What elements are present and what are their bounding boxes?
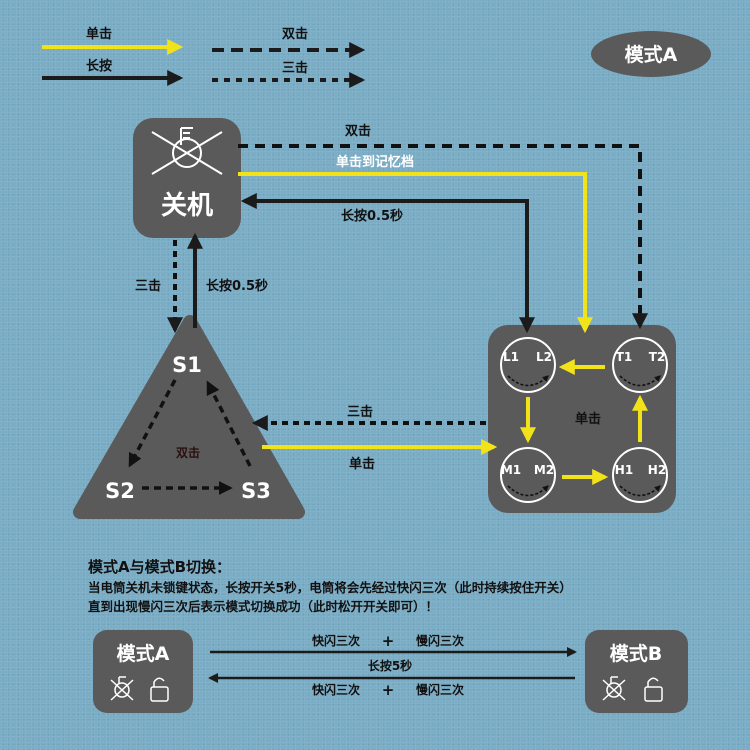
s3-label: S3 [241,479,271,503]
slow-flash-label-2: 慢闪三次 [416,682,464,697]
top-long-press-label: 长按0.5秒 [341,208,403,224]
long-press-to-off-arrow [240,193,535,334]
square-center-label: 单击 [575,411,601,427]
off-box [133,118,241,238]
memory-arrow [238,172,593,334]
fast-flash-label-2: 快闪三次 [312,682,360,697]
l2-label: L2 [536,350,552,364]
s1-label: S1 [172,353,202,377]
long-press-5s-label: 长按5秒 [368,658,412,673]
t2-label: T2 [649,350,666,364]
legend-long-press-label: 长按 [86,58,112,74]
mode-b-label: 模式B [610,642,662,665]
switch-line1: 当电筒关机未锁键状态，长按开关5秒，电筒将会先经过快闪三次（此时持续按住开关） [88,580,572,595]
m1-label: M1 [501,463,521,477]
plus-label: + [382,632,395,650]
mode-b-flashlight-off-icon [602,676,626,701]
off-box-label: 关机 [161,191,213,221]
flashlight-off-icon [151,127,223,175]
legend-single-click-label: 单击 [86,26,112,42]
mid-single-label: 单击 [349,456,375,472]
switch-title: 模式A与模式B切换： [88,558,231,576]
circle-h [612,447,668,503]
mode-a-flashlight-off-icon [110,676,134,701]
t1-label: T1 [616,350,633,364]
h2-label: H2 [648,463,666,477]
circle-l [500,337,556,393]
legend-triple-click-label: 三击 [282,60,308,76]
fast-flash-label: 快闪三次 [312,633,360,648]
square-panel [488,325,676,513]
mode-b-unlock-icon [644,677,663,702]
left-long-press-label: 长按0.5秒 [206,278,268,294]
s3-to-s1-arrow [206,380,252,467]
plus-label-2: + [382,681,395,699]
legend-double-click-label: 双击 [282,26,308,42]
mode-badge-label: 模式A [625,43,678,66]
left-triple-label: 三击 [135,278,161,294]
circle-t [612,337,668,393]
circle-m [500,447,556,503]
memory-label: 单击到记忆档 [336,154,414,170]
mid-triple-label: 三击 [347,404,373,420]
s2-label: S2 [105,479,135,503]
mode-a-unlock-icon [150,677,169,702]
l1-label: L1 [503,350,519,364]
switch-line2: 直到出现慢闪三次后表示模式切换成功（此时松开开关即可）！ [88,599,438,614]
slow-flash-label: 慢闪三次 [416,633,464,648]
mode-a-label: 模式A [117,642,170,665]
s1-to-s2-arrow [128,379,177,468]
triangle-center-label: 双击 [176,445,200,460]
mode-badge [591,31,711,77]
m2-label: M2 [534,463,554,477]
h1-label: H1 [615,463,633,477]
top-double-click-label: 双击 [345,123,371,139]
legend: 单击 长按 双击 三击 [42,26,366,88]
